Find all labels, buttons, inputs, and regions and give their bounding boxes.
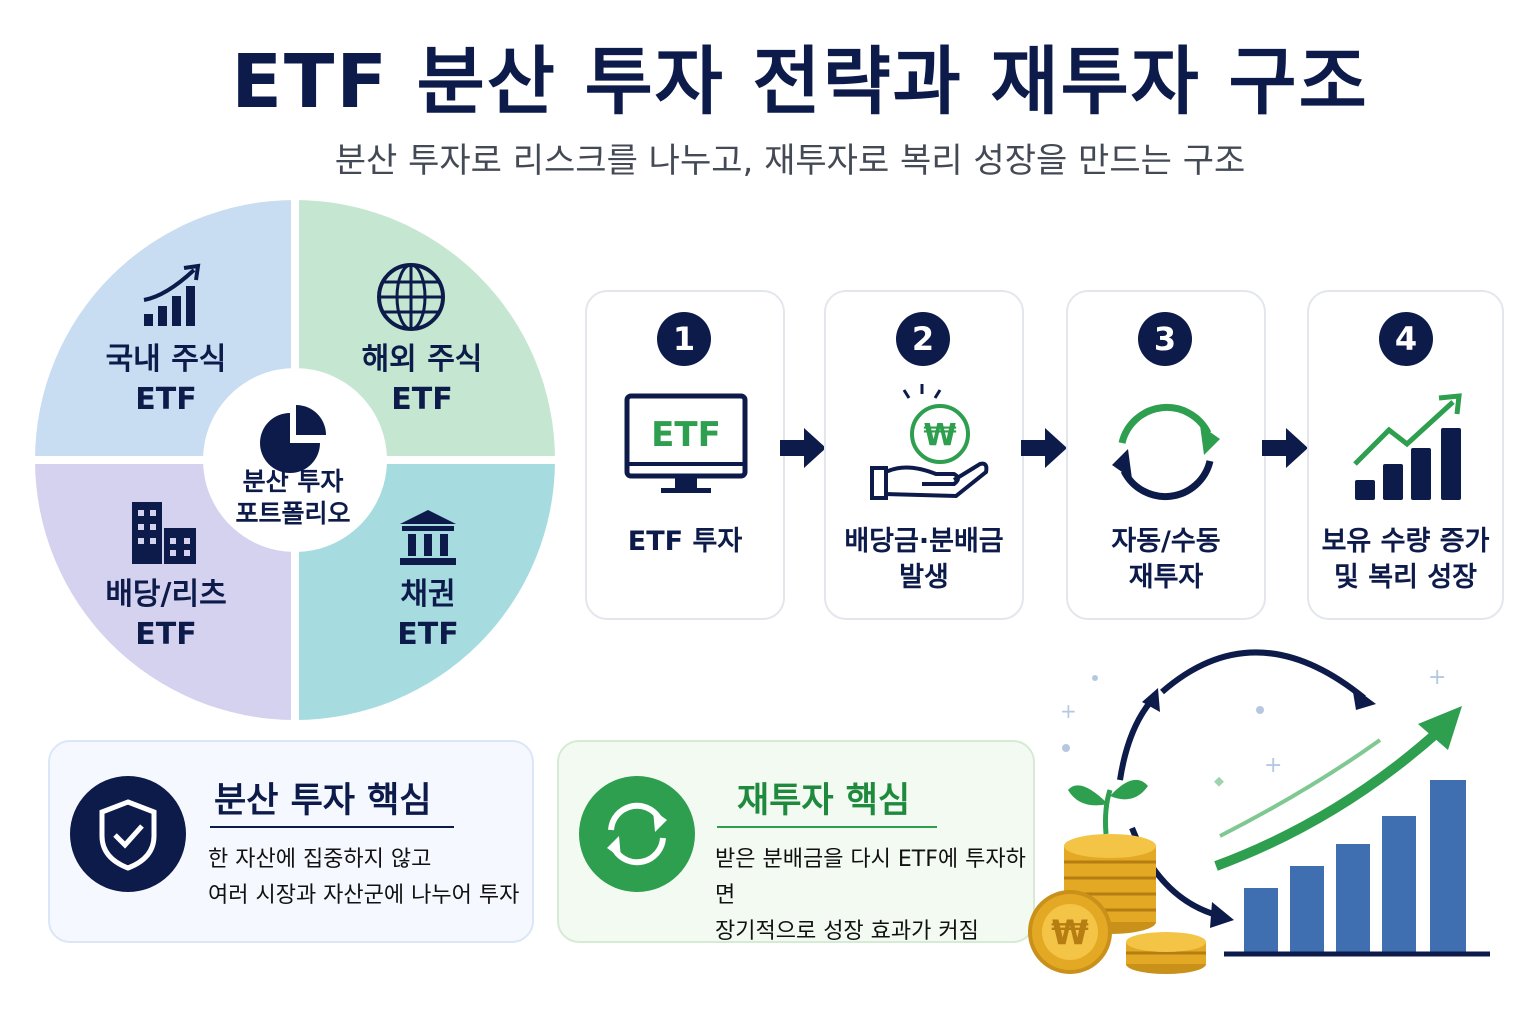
step-number: 3 <box>1138 312 1192 366</box>
step-label: ETF 투자 <box>627 526 743 557</box>
coin-stack-icon: ₩ <box>1028 834 1206 974</box>
step-card-1: 1 ETF ETF 투자 <box>585 290 785 620</box>
panel-title: 분산 투자 핵심 <box>214 781 432 821</box>
panel-divider <box>210 826 454 828</box>
step-number: 2 <box>896 312 950 366</box>
panel-title: 재투자 핵심 <box>737 781 911 821</box>
arrow-right-icon <box>1021 428 1067 468</box>
shield-check-icon <box>70 776 186 892</box>
step-number: 1 <box>657 312 711 366</box>
sprout-icon <box>1068 779 1148 835</box>
sparkle-icon: + + + <box>1060 665 1446 787</box>
coin-symbol: ₩ <box>1051 913 1089 953</box>
monitor-etf-icon: ETF <box>624 393 748 493</box>
pie-chart-icon <box>260 405 326 473</box>
step-number: 4 <box>1379 312 1433 366</box>
buildings-icon <box>132 502 196 564</box>
bar-chart-icon <box>1224 780 1490 957</box>
hand-coin-text: ₩ <box>923 418 956 453</box>
bank-icon <box>400 510 456 565</box>
refresh-icon <box>579 776 695 892</box>
trend-arrow-icon <box>1214 706 1462 871</box>
reinvest-loop-arrow <box>1117 698 1155 781</box>
bar-chart-up-icon <box>143 263 201 326</box>
svg-text:+: + <box>1264 753 1282 778</box>
page-subtitle: 분산 투자로 리스크를 나누고, 재투자로 복리 성장을 만드는 구조 <box>334 141 1246 181</box>
svg-text:+: + <box>1428 665 1446 690</box>
growth-chart-icon <box>1353 393 1462 500</box>
page-title: ETF 분산 투자 전략과 재투자 구조 <box>231 39 1369 125</box>
panel-divider <box>717 826 937 828</box>
globe-icon <box>377 263 445 331</box>
compound-growth-illustration: + + + <box>1028 649 1490 974</box>
portfolio-pie <box>30 195 560 725</box>
svg-text:+: + <box>1060 699 1077 723</box>
cycle-arrows-icon <box>1112 403 1220 501</box>
monitor-etf-text: ETF <box>651 415 721 455</box>
arrow-right-icon <box>780 428 826 468</box>
hand-coin-icon: ₩ <box>870 384 989 500</box>
arrow-right-icon <box>1262 428 1308 468</box>
